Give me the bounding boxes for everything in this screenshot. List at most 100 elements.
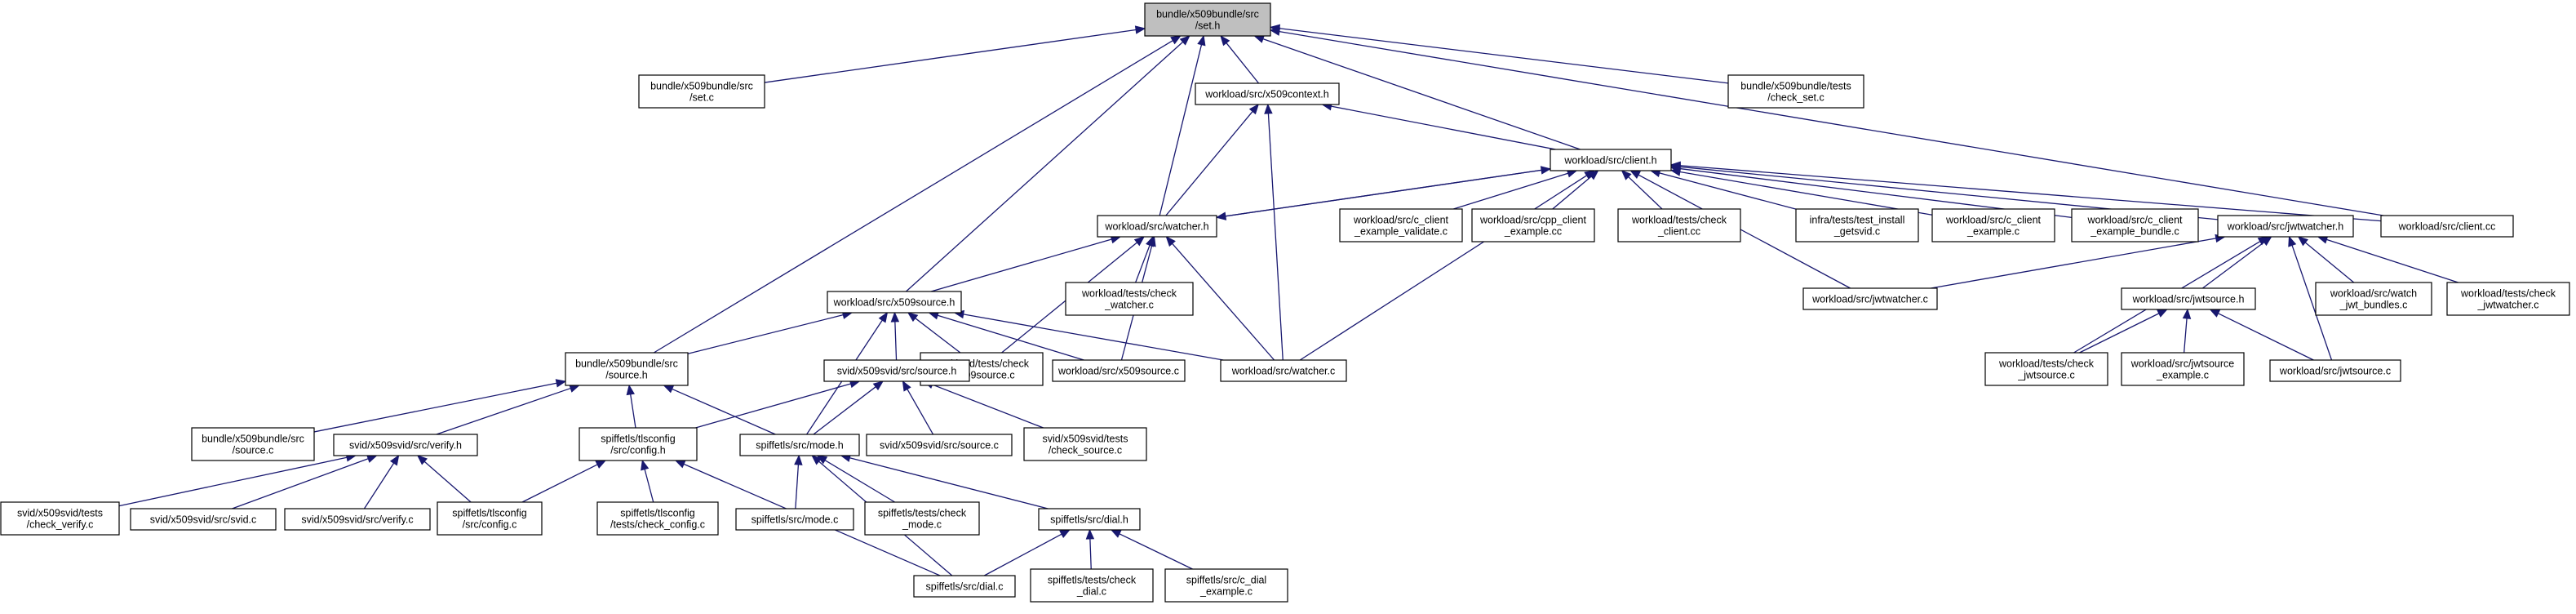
edge-svid_c-to-verify_h xyxy=(232,458,369,509)
node-svid-tests-check-source[interactable]: svid/x509svid/tests/check_source.c xyxy=(1023,427,1147,461)
arrowhead-tests_check_jwtsource-to-jwtsource_h xyxy=(2157,309,2168,318)
arrowhead-client_cc-to-client_h xyxy=(1669,161,1681,170)
node-label: /source.c xyxy=(233,445,274,456)
node-label: _example_bundle.c xyxy=(2090,226,2179,238)
node-label: svid/x509svid/src/source.h xyxy=(837,366,957,377)
node-c-client-example-bundle[interactable]: workload/src/c_client_example_bundle.c xyxy=(2071,208,2199,242)
node-dial-h[interactable]: spiffetls/src/dial.h xyxy=(1038,508,1141,531)
node-verify-c[interactable]: svid/x509svid/src/verify.c xyxy=(284,508,431,531)
edge-svid_tests_check_verify-to-verify_h xyxy=(118,456,348,507)
node-box xyxy=(1023,427,1147,461)
arrowhead-watch_jwt_bundles-to-jwtwatcher_h xyxy=(2297,236,2308,247)
node-client-cc[interactable]: workload/src/client.cc xyxy=(2380,215,2514,238)
node-label: workload/src/client.h xyxy=(1563,155,1656,167)
node-jwtsource-example[interactable]: workload/src/jwtsource_example.c xyxy=(2121,352,2245,386)
node-svid-source-h[interactable]: svid/x509svid/src/source.h xyxy=(823,359,970,382)
edge-c_client_example_validate-to-client_h xyxy=(1453,172,1568,210)
arrowhead-bundle_source_c-to-source_h xyxy=(555,379,567,388)
node-label: /check_set.c xyxy=(1767,92,1824,104)
node-bundle-source-c[interactable]: bundle/x509bundle/src/source.c xyxy=(191,427,315,461)
node-label: workload/src/x509source.c xyxy=(1057,366,1179,377)
node-mode-h[interactable]: spiffetls/src/mode.h xyxy=(739,434,860,456)
node-tests-check-watcher[interactable]: workload/tests/check_watcher.c xyxy=(1065,282,1194,316)
arrowhead-dial_c-to-dial_h xyxy=(1059,529,1071,539)
node-tlsconfig-config-c[interactable]: spiffetls/tlsconfig/src/config.c xyxy=(437,501,543,536)
node-label: _jwtwatcher.c xyxy=(2476,300,2538,311)
node-box xyxy=(1727,74,1864,109)
arrowhead-tlsconfig_config_c-to-verify_h xyxy=(416,455,428,465)
node-client-h[interactable]: workload/src/client.h xyxy=(1550,149,1672,171)
node-label: _jwt_bundles.c xyxy=(2339,300,2408,311)
arrowhead-mode_c-to-mode_h xyxy=(794,454,803,465)
node-box xyxy=(1030,568,1154,603)
node-dial-c[interactable]: spiffetls/src/dial.c xyxy=(913,575,1016,598)
node-mode-c[interactable]: spiffetls/src/mode.c xyxy=(735,508,854,531)
node-tlsconfig-tests-check-config[interactable]: spiffetls/tlsconfig/tests/check_config.c xyxy=(596,501,719,536)
node-watcher-c[interactable]: workload/src/watcher.c xyxy=(1220,359,1347,382)
node-jwtsource-c[interactable]: workload/src/jwtsource.c xyxy=(2269,359,2401,382)
node-watcher-h[interactable]: workload/src/watcher.h xyxy=(1097,215,1217,238)
node-jwtwatcher-c[interactable]: workload/src/jwtwatcher.c xyxy=(1802,287,1938,310)
node-set-h[interactable]: bundle/x509bundle/src/set.h xyxy=(1144,2,1271,37)
node-tlsconfig-config-h[interactable]: spiffetls/tlsconfig/src/config.h xyxy=(579,427,698,461)
edge-tests_check_dial-to-dial_h xyxy=(1089,538,1092,570)
edge-tlsconfig_config_c-to-verify_h xyxy=(423,461,472,503)
node-tests-check-dial[interactable]: spiffetls/tests/check_dial.c xyxy=(1030,568,1154,603)
node-c-client-example-validate[interactable]: workload/src/c_client_example_validate.c xyxy=(1339,208,1463,242)
edge-tests_check_mode-to-mode_h xyxy=(824,460,896,503)
node-check-set-c[interactable]: bundle/x509bundle/tests/check_set.c xyxy=(1727,74,1864,109)
node-tests-check-jwtwatcher[interactable]: workload/tests/check_jwtwatcher.c xyxy=(2446,282,2570,316)
node-tests-check-jwtsource[interactable]: workload/tests/check_jwtsource.c xyxy=(1984,352,2108,386)
edge-tests_check_watcher-to-watcher_h xyxy=(1135,245,1151,283)
arrowhead-x509source_h-to-set_h xyxy=(1179,35,1190,46)
node-label: svid/x509svid/tests xyxy=(1043,434,1128,445)
node-tests-check-client[interactable]: workload/tests/check_client.cc xyxy=(1617,208,1741,242)
node-label: spiffetls/src/mode.c xyxy=(752,514,839,526)
node-svid-source-c[interactable]: svid/x509svid/src/source.c xyxy=(866,434,1013,456)
node-cpp-client-example[interactable]: workload/src/cpp_client_example.cc xyxy=(1471,208,1595,242)
edge-dial_h-to-mode_h xyxy=(849,457,1049,509)
node-x509source-c[interactable]: workload/src/x509source.c xyxy=(1052,359,1186,382)
node-set-c[interactable]: bundle/x509bundle/src/set.c xyxy=(638,74,765,109)
arrowhead-jwtwatcher_c-to-client_h xyxy=(1629,170,1641,180)
node-box xyxy=(1931,208,2055,242)
node-label: bundle/x509bundle/tests xyxy=(1740,81,1851,92)
node-label: spiffetls/tlsconfig xyxy=(620,508,695,519)
arrowhead-watcher_c-to-client_h xyxy=(1584,170,1595,180)
edge-watcher_h-to-set_h xyxy=(1159,44,1203,216)
node-source-h[interactable]: bundle/x509bundle/src/source.h xyxy=(565,352,689,386)
node-box xyxy=(866,434,1013,456)
node-box xyxy=(638,74,765,109)
edge-tlsconfig_config_h-to-source_h xyxy=(630,394,636,429)
edge-watcher_c-to-client_h xyxy=(1299,175,1587,361)
node-svid-c[interactable]: svid/x509svid/src/svid.c xyxy=(130,508,277,531)
node-watch-jwt-bundles[interactable]: workload/src/watch_jwt_bundles.c xyxy=(2315,282,2432,316)
node-label: workload/src/x509source.h xyxy=(833,297,955,309)
node-x509source-h[interactable]: workload/src/x509source.h xyxy=(827,291,962,314)
node-c-client-example[interactable]: workload/src/c_client_example.c xyxy=(1931,208,2055,242)
edge-tests_check_x509source-to-x509source_h xyxy=(915,318,961,354)
node-box xyxy=(2121,352,2245,386)
edge-set_c-to-set_h xyxy=(764,29,1137,83)
edge-mode_h-to-svid_source_h xyxy=(813,386,876,435)
arrowhead-tlsconfig_config_c-to-tlsconfig_config_h xyxy=(595,460,607,469)
edge-tests_check_client-to-client_h xyxy=(1628,176,1663,210)
node-box xyxy=(2071,208,2199,242)
edge-check_set_c-to-set_h xyxy=(1279,28,1729,84)
node-tests-check-mode[interactable]: spiffetls/tests/check_mode.c xyxy=(864,501,980,536)
node-x509context-h[interactable]: workload/src/x509context.h xyxy=(1195,82,1340,105)
node-box xyxy=(333,434,478,456)
node-label: spiffetls/tlsconfig xyxy=(452,508,527,519)
node-jwtwatcher-h[interactable]: workload/src/jwtwatcher.h xyxy=(2217,215,2354,238)
node-jwtsource-h[interactable]: workload/src/jwtsource.h xyxy=(2121,287,2256,310)
node-label: svid/x509svid/tests xyxy=(17,508,103,519)
node-c-dial-example[interactable]: spiffetls/src/c_dial_example.c xyxy=(1164,568,1288,603)
arrowhead-client_cc-to-set_h xyxy=(1269,27,1281,36)
node-svid-tests-check-verify[interactable]: svid/x509svid/tests/check_verify.c xyxy=(0,501,120,536)
node-label: workload/tests/check xyxy=(2460,288,2556,300)
edge-svid_source_h-to-x509source_h xyxy=(894,321,898,361)
edge-tests_check_jwtwatcher-to-jwtwatcher_h xyxy=(2326,238,2459,283)
node-label: workload/src/x509context.h xyxy=(1204,89,1329,100)
node-verify-h[interactable]: svid/x509svid/src/verify.h xyxy=(333,434,478,456)
node-test-install-getsvid[interactable]: infra/tests/test_install_getsvid.c xyxy=(1795,208,1919,242)
